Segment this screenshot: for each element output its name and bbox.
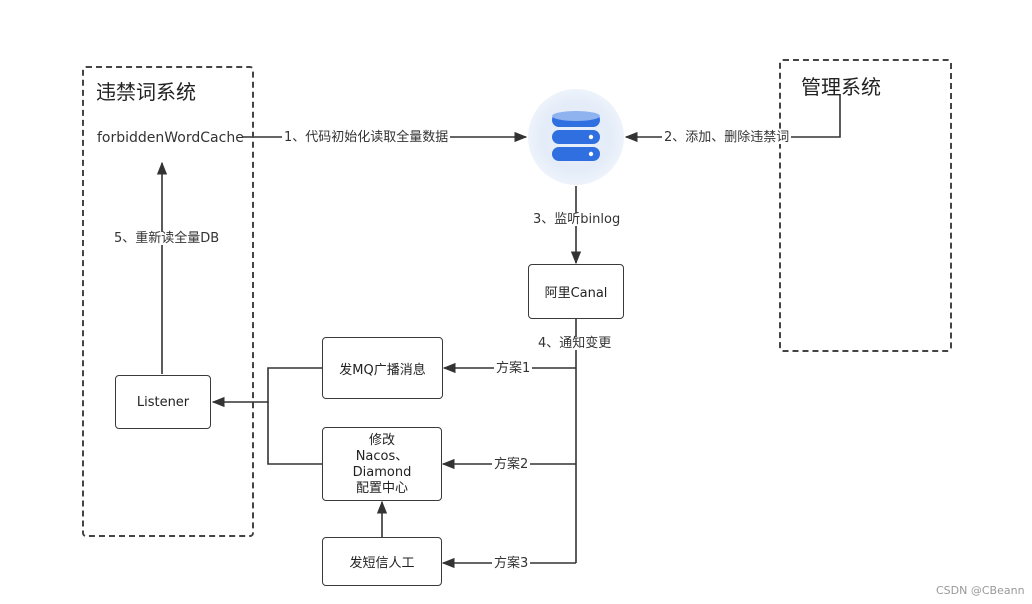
config-center-line-2: Nacos、 <box>355 449 409 464</box>
edge-mq-listener <box>211 367 322 408</box>
edge-label-add-delete: 2、添加、删除违禁词 <box>662 130 792 145</box>
config-center-line-1: 修改 <box>368 433 395 448</box>
edge-label-binlog: 3、监听binlog <box>531 212 623 227</box>
sms-manual-label: 发短信人工 <box>349 556 415 571</box>
edge-label-reread: 5、重新读全量DB <box>112 231 222 246</box>
listener-node: Listener <box>115 375 211 429</box>
canal-label: 阿里Canal <box>544 286 608 301</box>
watermark: CSDN @CBeann <box>936 584 1025 597</box>
mq-broadcast-node: 发MQ广播消息 <box>322 337 443 399</box>
config-center-line-3: Diamond <box>352 465 412 480</box>
admin-system-container <box>779 59 952 352</box>
canal-node: 阿里Canal <box>528 264 624 319</box>
mq-broadcast-label: 发MQ广播消息 <box>339 362 426 378</box>
listener-label: Listener <box>136 394 190 410</box>
database-icon <box>528 89 624 185</box>
sms-manual-node: 发短信人工 <box>322 537 442 586</box>
forbidden-word-system-container <box>82 66 254 537</box>
edge-label-init-read: 1、代码初始化读取全量数据 <box>282 130 451 145</box>
config-center-line-4: 配置中心 <box>355 481 408 496</box>
edge-label-plan2: 方案2 <box>492 457 531 472</box>
edge-label-notify: 4、通知变更 <box>536 336 614 351</box>
forbidden-word-system-title: 违禁词系统 <box>96 80 196 104</box>
forbidden-word-cache-label: forbiddenWordCache <box>97 130 244 146</box>
config-center-node: 修改 Nacos、 Diamond 配置中心 <box>322 427 442 501</box>
admin-system-title: 管理系统 <box>801 75 881 99</box>
edge-label-plan3: 方案3 <box>492 556 531 571</box>
edge-label-plan1: 方案1 <box>494 361 533 376</box>
edge-config-listener <box>267 402 322 465</box>
